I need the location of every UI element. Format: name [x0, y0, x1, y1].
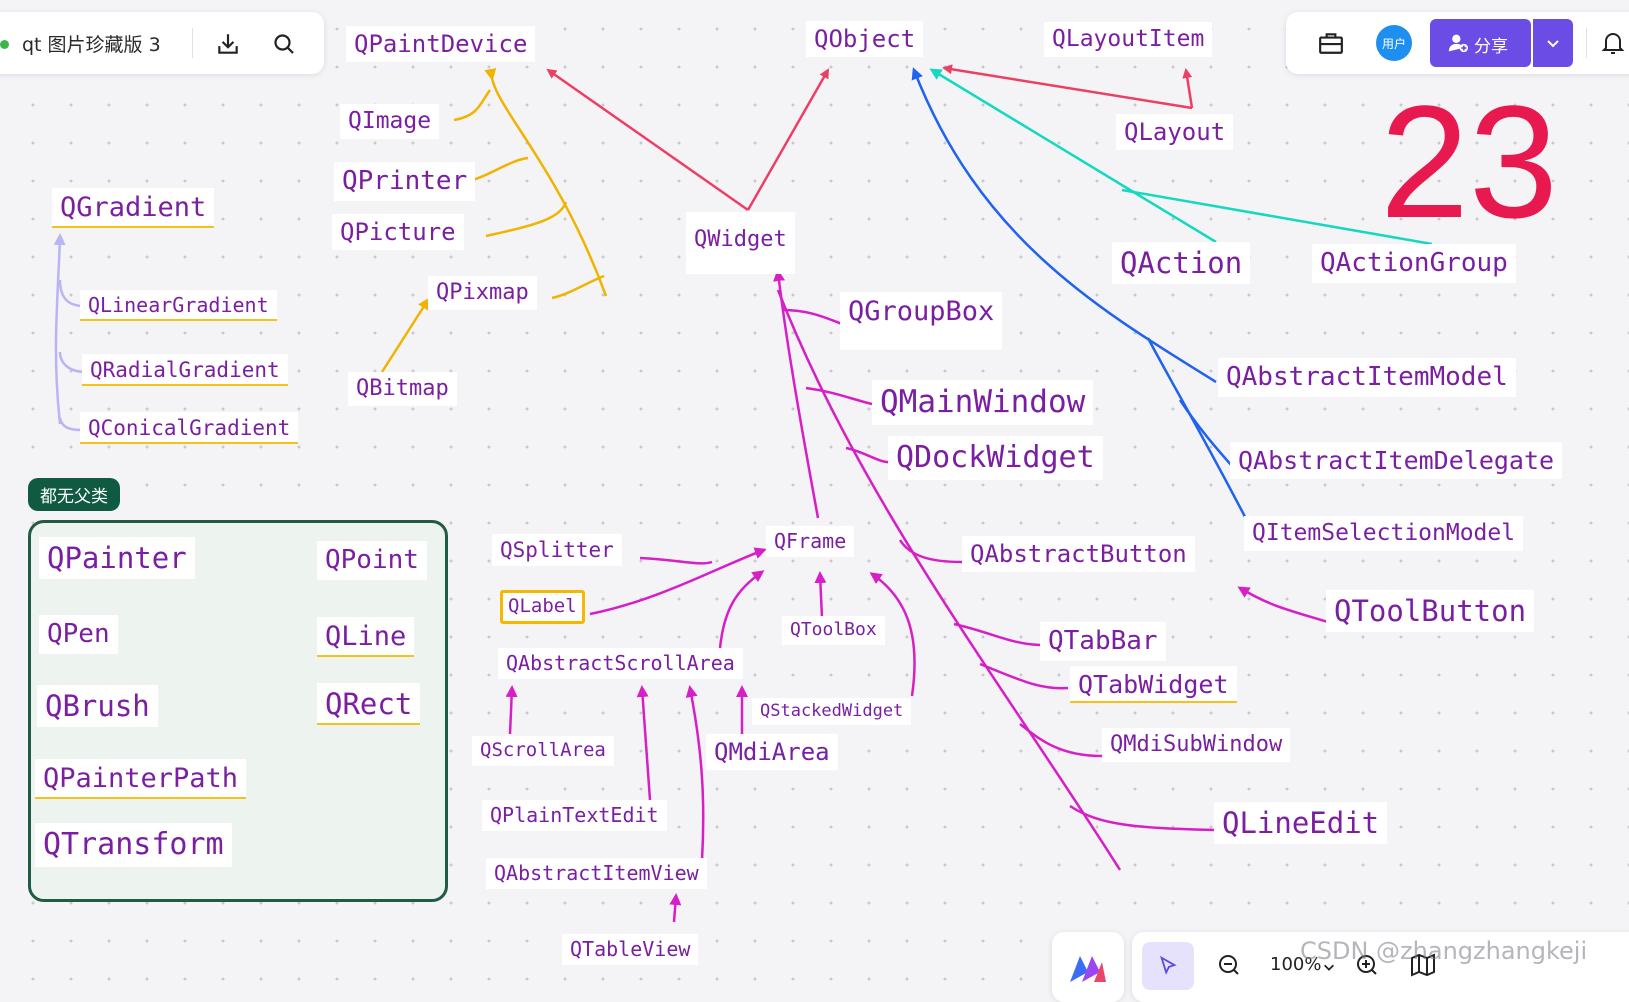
class-qgroupbox[interactable]: QGroupBox — [840, 292, 1003, 350]
class-qgradient[interactable]: QGradient — [52, 188, 215, 228]
search-icon — [274, 34, 294, 54]
class-qbrush[interactable]: QBrush — [37, 685, 158, 728]
no-parent-tag: 都无父类 — [28, 478, 120, 511]
class-qabstractitemview[interactable]: QAbstractItemView — [486, 858, 707, 889]
search-button[interactable] — [268, 28, 300, 60]
class-qimage[interactable]: QImage — [340, 104, 440, 139]
avatar-text: 用户 — [1381, 36, 1406, 51]
class-qframe[interactable]: QFrame — [766, 526, 855, 557]
class-qmainwindow[interactable]: QMainWindow — [872, 380, 1094, 425]
class-qobject[interactable]: QObject — [806, 21, 924, 57]
class-qbitmap[interactable]: QBitmap — [348, 372, 457, 406]
class-qmdiarea[interactable]: QMdiArea — [706, 734, 838, 770]
zoom-in-icon — [1357, 955, 1377, 975]
class-qabstractitemdelegate[interactable]: QAbstractItemDelegate — [1230, 442, 1563, 480]
class-qlineargradient[interactable]: QLinearGradient — [80, 290, 277, 321]
download-button[interactable] — [212, 28, 244, 60]
class-qdockwidget[interactable]: QDockWidget — [888, 436, 1103, 480]
class-qstackedwidget[interactable]: QStackedWidget — [752, 698, 912, 726]
class-qwidget[interactable]: QWidget — [686, 212, 795, 274]
select-tool-button[interactable] — [1142, 942, 1194, 990]
app-logo-panel — [1052, 932, 1124, 1002]
class-qpainter[interactable]: QPainter — [39, 537, 195, 580]
class-qlayoutitem[interactable]: QLayoutItem — [1044, 22, 1213, 57]
class-qrect[interactable]: QRect — [317, 683, 421, 726]
class-qscrollarea[interactable]: QScrollArea — [472, 736, 614, 766]
class-qplaintextedit[interactable]: QPlainTextEdit — [482, 800, 667, 831]
map-icon — [1411, 953, 1435, 977]
zoom-out-icon — [1219, 955, 1239, 975]
page-number-annotation: 23 — [1380, 72, 1558, 251]
class-qpicture[interactable]: QPicture — [332, 214, 464, 250]
share-dropdown-button[interactable] — [1533, 19, 1573, 67]
download-icon — [218, 34, 238, 54]
toolbox-button[interactable] — [1314, 27, 1348, 59]
class-qtoolbox[interactable]: QToolBox — [782, 616, 885, 645]
top-right-toolbar: 用户 分享 — [1286, 12, 1629, 74]
class-qaction[interactable]: QAction — [1112, 242, 1251, 285]
zoom-chevron-icon[interactable] — [1322, 960, 1336, 974]
class-qpaintdevice[interactable]: QPaintDevice — [346, 26, 536, 62]
document-title[interactable]: qt 图片珍藏版 3 — [22, 34, 161, 56]
class-qabstractitemmodel[interactable]: QAbstractItemModel — [1218, 358, 1516, 397]
class-qradialgradient[interactable]: QRadialGradient — [82, 354, 288, 387]
class-qprinter[interactable]: QPrinter — [334, 162, 476, 201]
zoom-out-button[interactable] — [1214, 950, 1244, 980]
class-qtabbar[interactable]: QTabBar — [1040, 622, 1166, 661]
class-qpen[interactable]: QPen — [39, 615, 118, 654]
notification-button[interactable] — [1598, 27, 1628, 59]
class-qmdisubwindow[interactable]: QMdiSubWindow — [1102, 728, 1291, 762]
class-qlabel[interactable]: QLabel — [500, 590, 585, 624]
class-qline[interactable]: QLine — [317, 617, 415, 657]
no-parent-class-group: QPainter QPoint QPen QLine QBrush QRect … — [28, 520, 448, 902]
class-qtoolbutton[interactable]: QToolButton — [1326, 590, 1535, 633]
class-qtabwidget[interactable]: QTabWidget — [1070, 666, 1237, 704]
class-qitemselectionmodel[interactable]: QItemSelectionModel — [1244, 516, 1524, 551]
briefcase-icon — [1319, 33, 1343, 54]
zoom-level[interactable]: 100% — [1270, 954, 1322, 975]
class-qlineedit[interactable]: QLineEdit — [1214, 802, 1388, 845]
class-qsplitter[interactable]: QSplitter — [492, 534, 622, 567]
share-label: 分享 — [1474, 37, 1508, 57]
bell-icon — [1601, 33, 1625, 54]
class-qconicalgradient[interactable]: QConicalGradient — [80, 412, 299, 445]
class-qactiongroup[interactable]: QActionGroup — [1312, 244, 1516, 283]
cursor-arrow-icon — [1160, 955, 1177, 975]
document-title-bar: qt 图片珍藏版 3 — [0, 12, 324, 74]
chevron-down-icon — [1547, 40, 1559, 48]
watermark: CSDN @zhangzhangkeji — [1300, 937, 1588, 965]
app-logo-icon[interactable] — [1068, 952, 1108, 984]
class-qlayout[interactable]: QLayout — [1116, 114, 1234, 150]
zoom-in-button[interactable] — [1352, 950, 1382, 980]
online-status-dot — [0, 40, 9, 49]
class-qabstractscrollarea[interactable]: QAbstractScrollArea — [498, 648, 743, 679]
user-avatar[interactable]: 用户 — [1376, 25, 1412, 61]
add-user-icon — [1448, 34, 1468, 53]
class-qpixmap[interactable]: QPixmap — [428, 276, 537, 310]
share-button[interactable]: 分享 — [1430, 19, 1531, 67]
class-qpoint[interactable]: QPoint — [317, 541, 427, 580]
map-view-button[interactable] — [1408, 950, 1438, 980]
class-qtableview[interactable]: QTableView — [562, 934, 699, 965]
class-qpainterpath[interactable]: QPainterPath — [35, 759, 247, 799]
class-qtransform[interactable]: QTransform — [35, 823, 232, 867]
class-qabstractbutton[interactable]: QAbstractButton — [962, 536, 1195, 572]
